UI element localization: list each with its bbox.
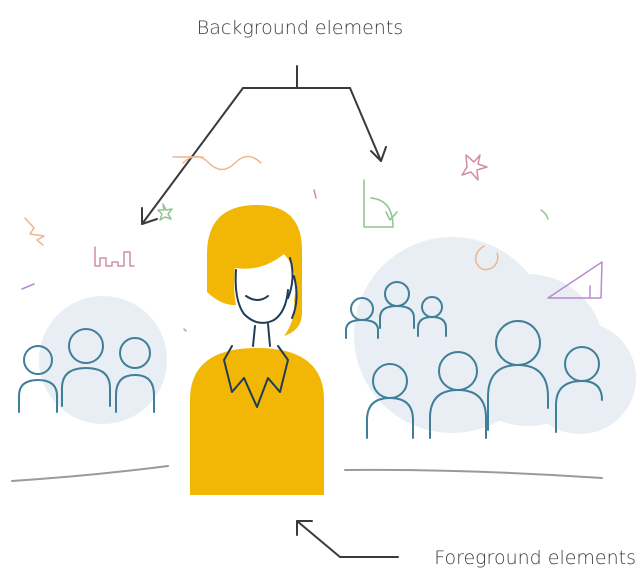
star-doodle bbox=[461, 154, 488, 181]
speaker-face bbox=[234, 269, 289, 324]
small-star-doodle bbox=[157, 203, 173, 221]
bird-doodle bbox=[24, 217, 45, 246]
right-crowd-people bbox=[345, 281, 603, 439]
person-body bbox=[366, 396, 414, 439]
speaker-neck bbox=[252, 323, 271, 347]
speaker-mouth bbox=[245, 295, 269, 301]
small-dash-doodle bbox=[21, 283, 35, 290]
left-crowd bbox=[18, 296, 167, 424]
person-body bbox=[429, 388, 487, 439]
arrow-right-head bbox=[370, 146, 387, 162]
ground-lines bbox=[11, 465, 603, 482]
foreground-callout-arrow bbox=[296, 520, 399, 558]
speaker-body bbox=[190, 348, 324, 495]
wave-doodle bbox=[172, 155, 262, 171]
ground-line-left bbox=[11, 465, 169, 482]
person-body bbox=[417, 315, 447, 337]
person-body bbox=[555, 379, 603, 433]
left-crowd-people bbox=[18, 328, 155, 413]
speaker-collar-left bbox=[223, 345, 245, 393]
speaker-hair-strands bbox=[287, 257, 298, 319]
arrow-left-shaft bbox=[141, 87, 244, 225]
foreground-elements-label: Foreground elements bbox=[434, 547, 636, 569]
person-head bbox=[68, 328, 104, 364]
curve-doodle bbox=[540, 209, 549, 220]
speaker-hair bbox=[207, 205, 302, 336]
person-body bbox=[379, 304, 415, 329]
right-crowd bbox=[345, 237, 636, 439]
bar-graph-doodle bbox=[94, 246, 135, 267]
person-body bbox=[345, 318, 379, 339]
triangle-doodle bbox=[547, 261, 603, 299]
speaker-figure bbox=[190, 205, 324, 495]
speaker-collar-right bbox=[267, 345, 289, 393]
arrow-right-shaft bbox=[349, 87, 382, 162]
person-body bbox=[115, 373, 155, 413]
background-callout-arrows bbox=[141, 65, 387, 225]
speaker-outline bbox=[223, 257, 298, 408]
person-head bbox=[119, 337, 151, 369]
circle-arc-doodle bbox=[474, 245, 499, 271]
speaker-collar-center bbox=[243, 377, 269, 408]
ground-line-right bbox=[344, 468, 603, 479]
arrow-left-head bbox=[141, 207, 158, 225]
arrow-fg-head bbox=[296, 520, 313, 536]
person-body bbox=[18, 378, 58, 413]
left-crowd-blob bbox=[39, 296, 167, 424]
doodles bbox=[21, 154, 603, 332]
arrow-fg-line bbox=[296, 520, 399, 558]
graph-arrow-doodle bbox=[363, 179, 398, 228]
background-elements-label: Background elements bbox=[197, 17, 403, 39]
dash-doodle bbox=[313, 189, 317, 199]
tiny-dash-doodle bbox=[183, 328, 187, 332]
person-head bbox=[23, 345, 53, 375]
right-crowd-blob bbox=[354, 237, 636, 434]
person-body bbox=[61, 366, 111, 407]
person-body bbox=[487, 363, 549, 431]
